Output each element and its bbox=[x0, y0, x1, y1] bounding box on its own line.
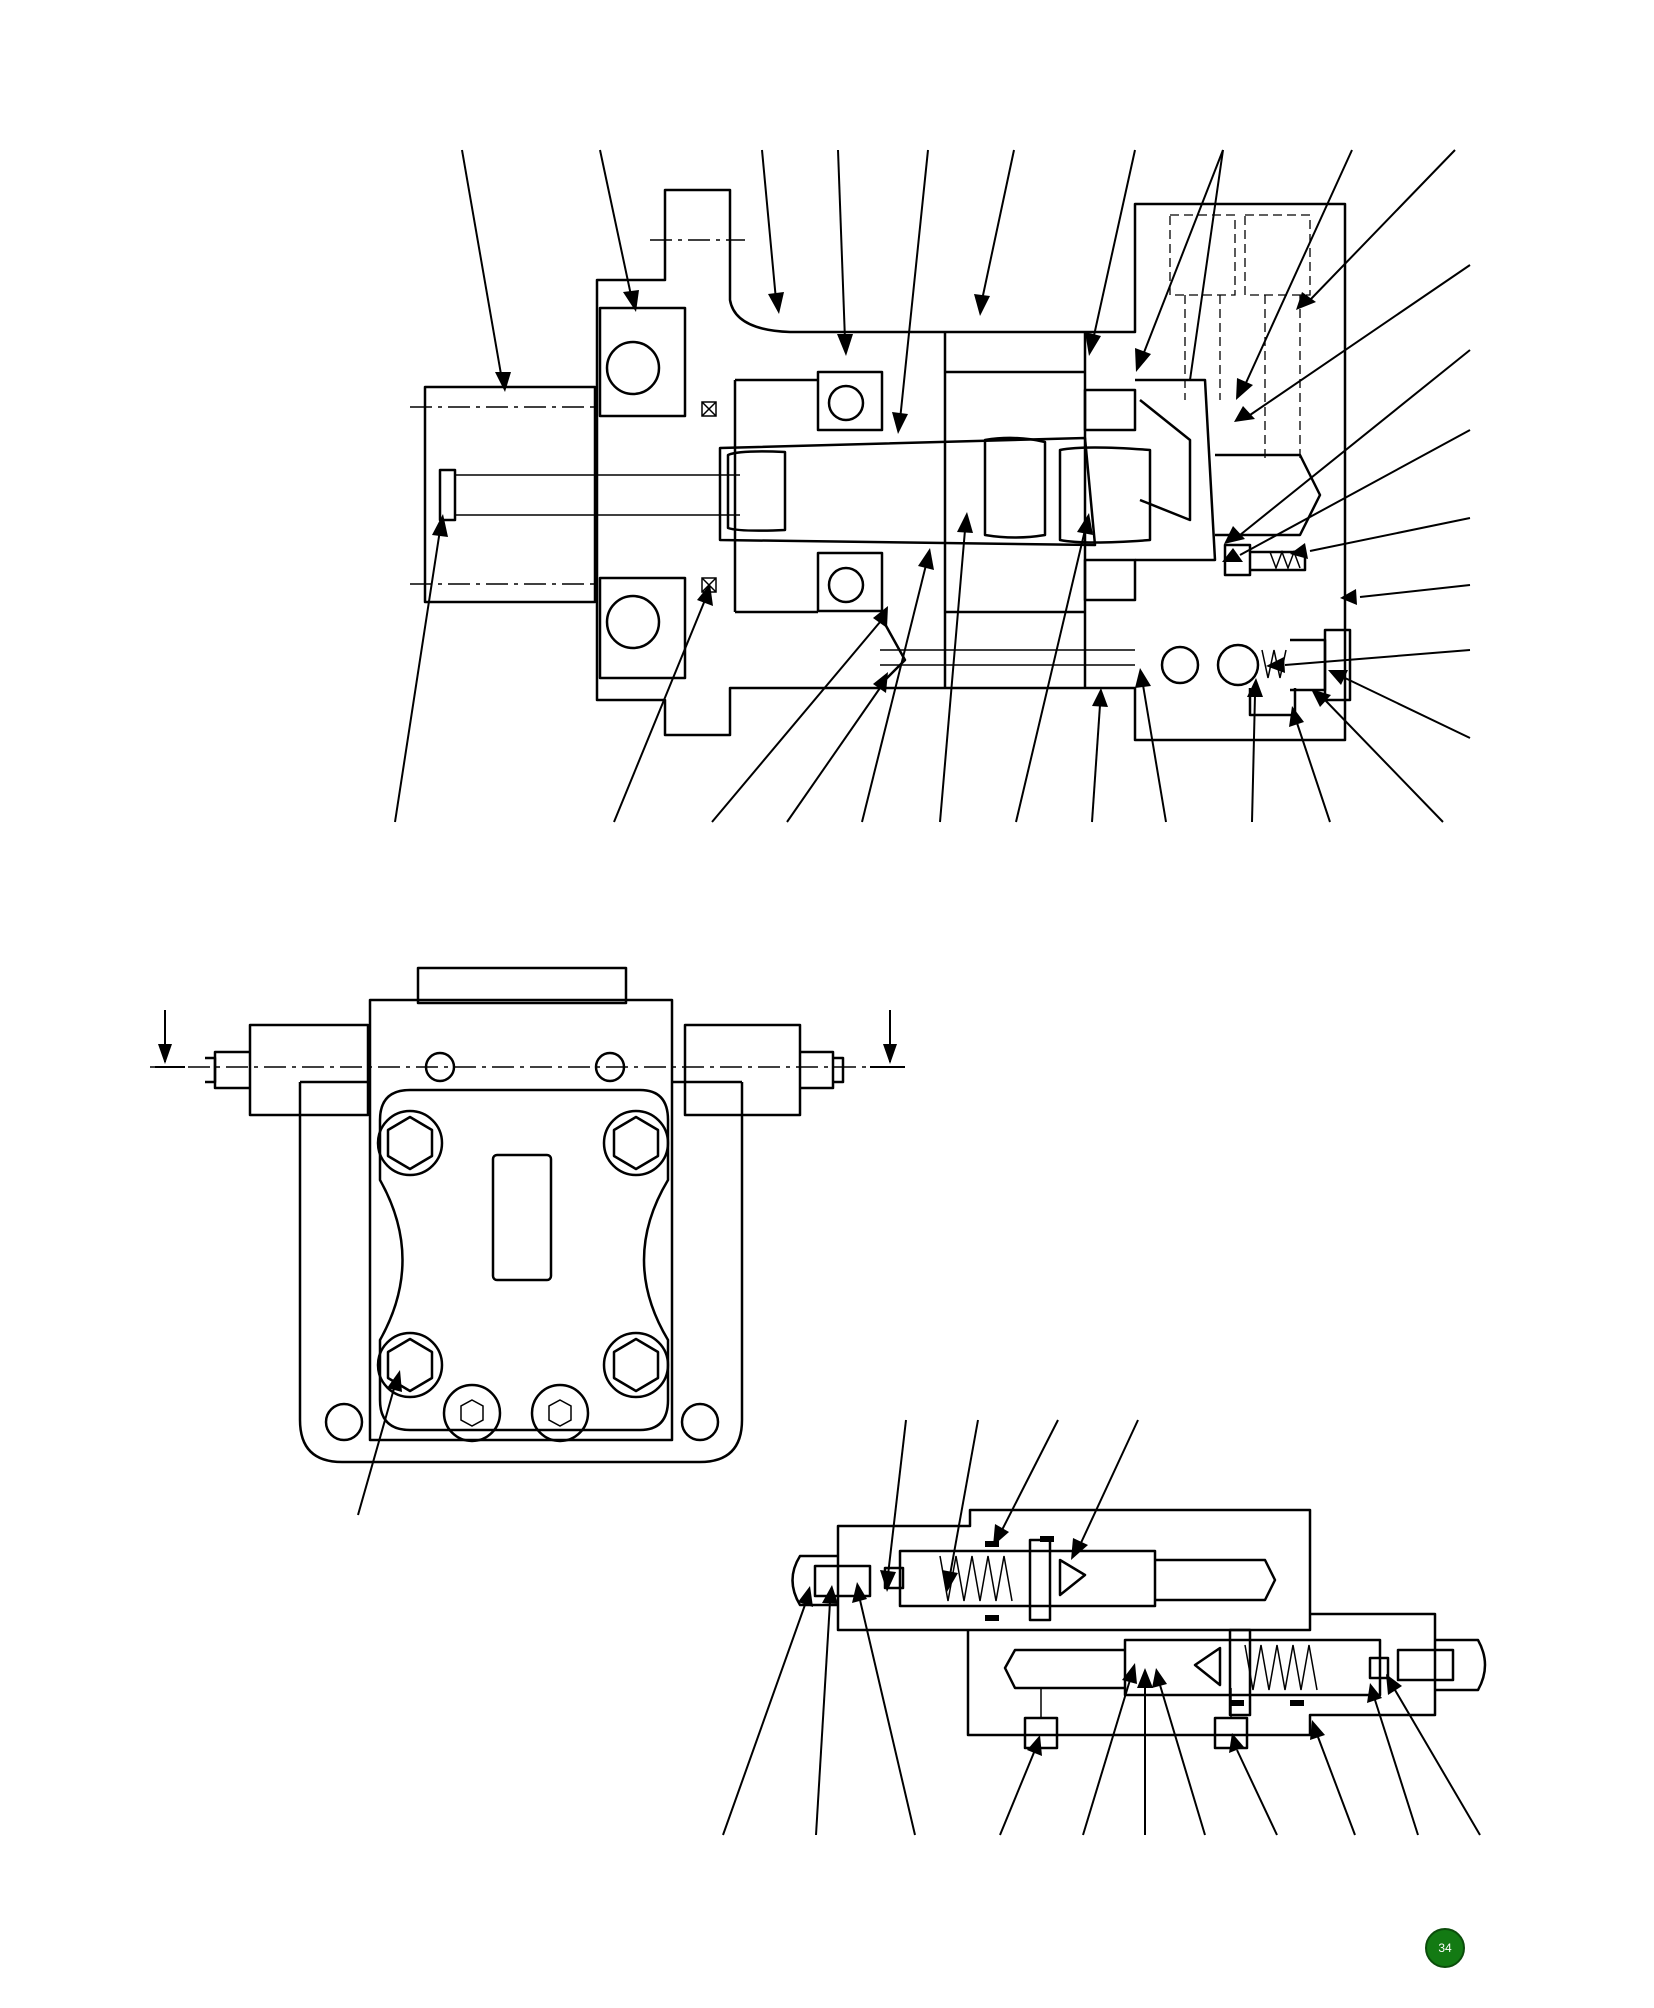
valve-body-lower bbox=[966, 1612, 1437, 1737]
callouts-valve-top bbox=[880, 1419, 1139, 1592]
housing-outline bbox=[595, 188, 1347, 742]
check-ball-1 bbox=[1160, 645, 1200, 685]
bearing-upper bbox=[598, 306, 687, 418]
fitting-left bbox=[213, 1023, 370, 1117]
drive-shaft bbox=[718, 436, 1097, 547]
page-number-badge: 34 bbox=[1425, 1928, 1465, 1968]
cover-plate bbox=[378, 1088, 670, 1432]
rotor-group bbox=[943, 332, 1087, 688]
port-plate bbox=[1135, 378, 1217, 562]
check-ball-2 bbox=[1216, 643, 1260, 687]
plug-left bbox=[1023, 1716, 1059, 1750]
bolt-heads bbox=[376, 1109, 670, 1399]
bearing-small-lower bbox=[816, 551, 884, 613]
callouts-valve-bottom bbox=[722, 1582, 1481, 1836]
pump-cross-section bbox=[394, 149, 1471, 823]
valve-block-section bbox=[722, 1419, 1487, 1836]
valve-body-upper bbox=[836, 1508, 1312, 1632]
page-number: 34 bbox=[1438, 1941, 1452, 1955]
pump-end-view bbox=[150, 966, 905, 1516]
end-view-body bbox=[298, 1082, 744, 1464]
input-shaft bbox=[423, 385, 597, 604]
plug bbox=[1323, 628, 1352, 702]
callouts-section-top bbox=[461, 149, 1471, 739]
fitting-right bbox=[683, 1023, 835, 1117]
bearing-small-upper bbox=[816, 370, 884, 432]
callouts-section-bottom bbox=[394, 512, 1444, 823]
bearing-lower bbox=[598, 576, 687, 680]
